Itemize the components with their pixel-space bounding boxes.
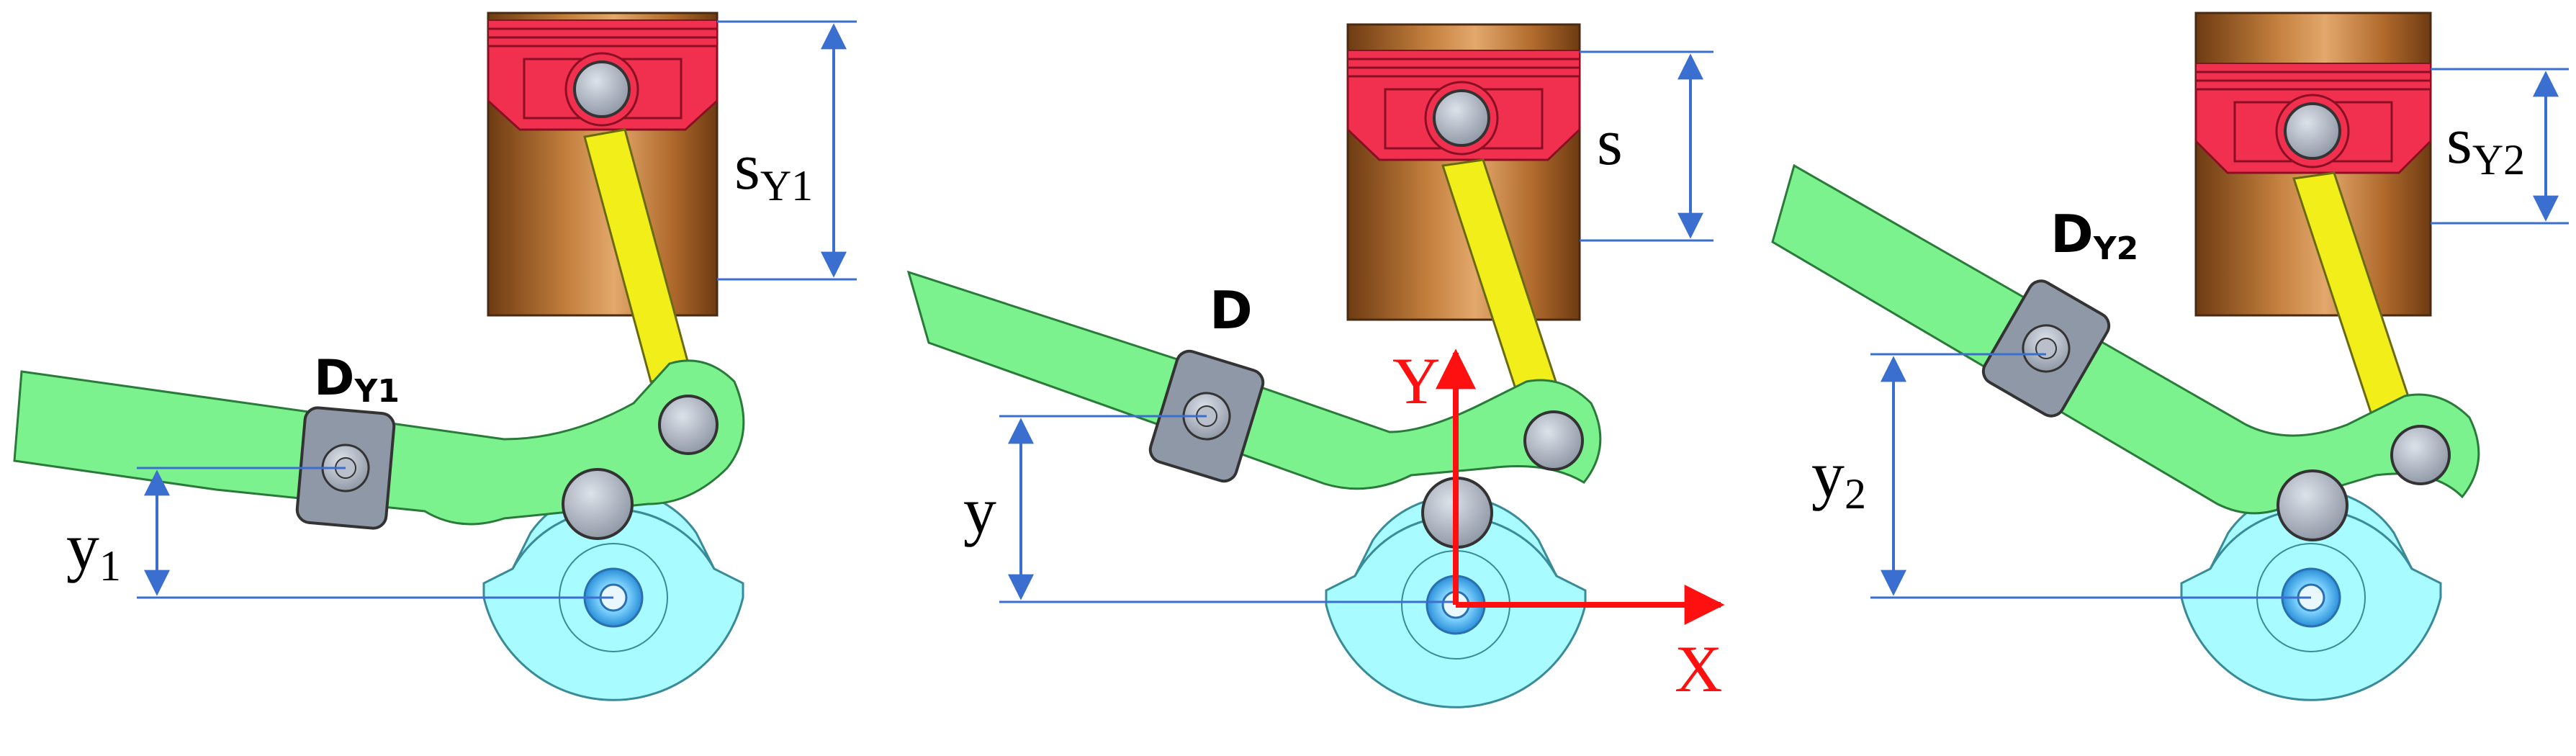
lever-rod-pin	[658, 395, 719, 455]
height-label: y	[963, 474, 996, 547]
panel-middle: s y D Y X	[906, 23, 1725, 708]
lever-rod-pin	[2390, 425, 2451, 485]
lever-arm	[906, 270, 1602, 490]
lever-pivot-pin	[2276, 469, 2348, 541]
stroke-label: sY1	[734, 130, 813, 210]
piston	[1346, 50, 1581, 161]
slider-block	[1981, 279, 2111, 418]
lever-pivot-pin	[562, 468, 634, 540]
height-label: y2	[1811, 438, 1866, 518]
piston-pin	[2284, 102, 2341, 160]
panel-left: sY1 y1 DY1	[13, 12, 857, 701]
y-axis-label: Y	[1392, 344, 1440, 418]
point-label: D	[1210, 280, 1253, 341]
piston-pin	[1433, 89, 1490, 147]
piston-pin	[573, 60, 631, 118]
height-label: y1	[66, 510, 121, 590]
point-label: DY1	[314, 350, 400, 410]
lever-rod-pin	[1523, 410, 1584, 471]
x-axis-label: X	[1675, 632, 1722, 706]
stroke-label: sY2	[2446, 104, 2525, 184]
panel-right: sY2 y2 DY2	[1771, 12, 2569, 701]
point-label: DY2	[2050, 204, 2138, 267]
stroke-label: s	[1597, 105, 1623, 179]
